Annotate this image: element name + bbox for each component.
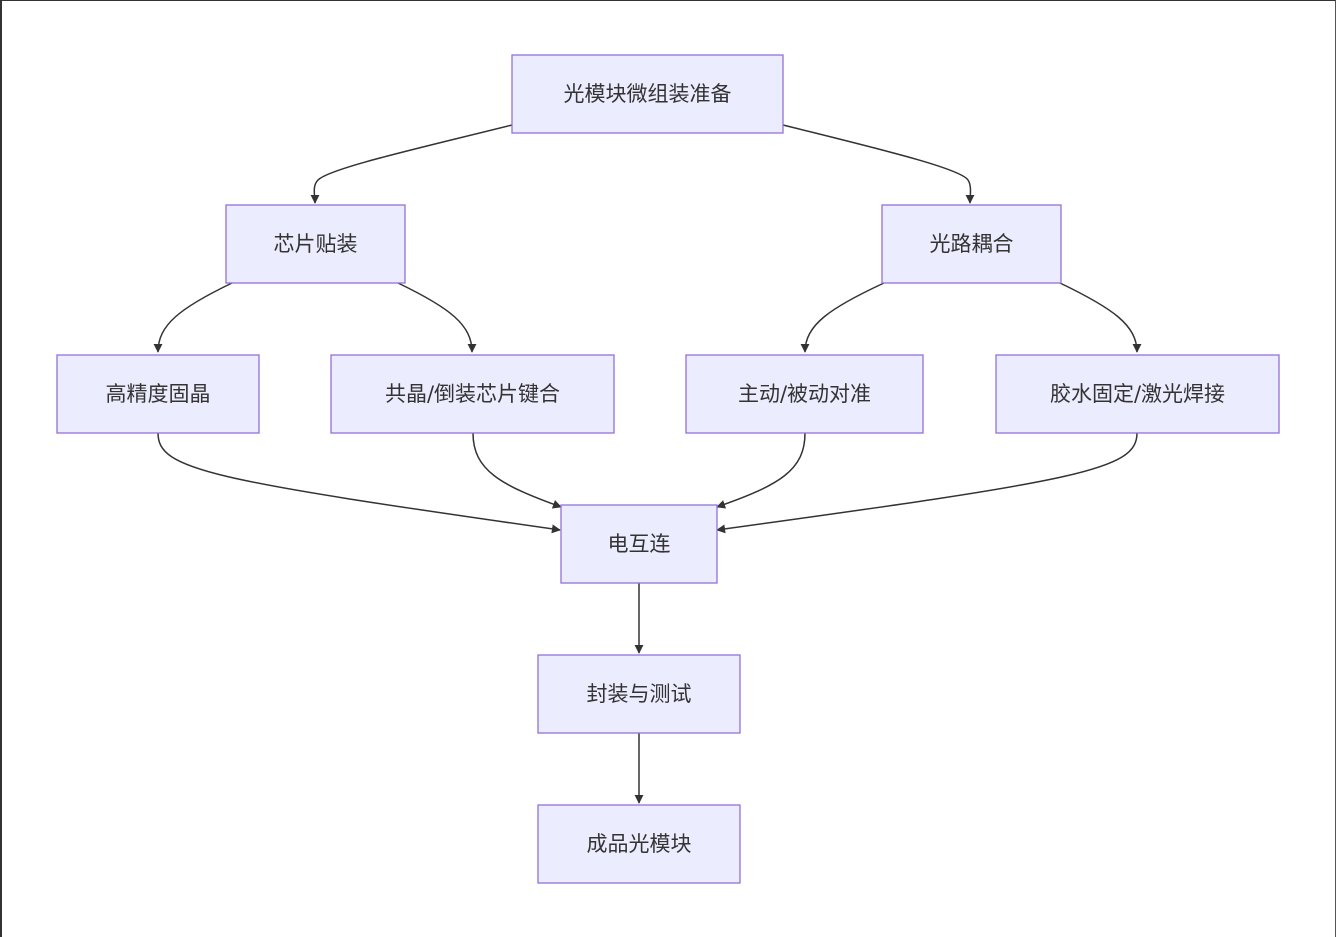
node-interconnect-label: 电互连 [608, 532, 671, 556]
edge-fixing-to-interconnect [716, 432, 1138, 534]
node-alignment: 主动/被动对准 [685, 354, 924, 434]
node-chip-mount: 芯片贴装 [225, 204, 406, 284]
edges [153, 124, 1142, 804]
node-eutectic-label: 共晶/倒装芯片键合 [385, 382, 560, 406]
node-fixing: 胶水固定/激光焊接 [995, 354, 1280, 434]
node-eutectic: 共晶/倒装芯片键合 [330, 354, 615, 434]
node-packaging: 封装与测试 [537, 654, 741, 734]
node-fixing-label: 胶水固定/激光焊接 [1050, 382, 1225, 406]
edge-optical-coupling-to-fixing [1059, 282, 1142, 353]
edge-die-bond-to-interconnect [157, 432, 561, 534]
node-optical-coupling: 光路耦合 [881, 204, 1062, 284]
edge-alignment-to-interconnect [716, 432, 806, 509]
node-finished: 成品光模块 [537, 804, 741, 884]
node-chip-mount-label: 芯片贴装 [274, 232, 358, 256]
node-alignment-label: 主动/被动对准 [738, 382, 871, 406]
edge-chip-mount-to-eutectic [397, 282, 477, 353]
edge-prep-to-optical-coupling [782, 124, 975, 204]
edge-eutectic-to-interconnect [472, 432, 562, 509]
edge-chip-mount-to-die-bond [153, 282, 233, 353]
node-optical-coupling-label: 光路耦合 [930, 232, 1014, 256]
node-die-bond-label: 高精度固晶 [106, 382, 211, 406]
node-die-bond: 高精度固晶 [56, 354, 260, 434]
node-packaging-label: 封装与测试 [587, 682, 692, 706]
edge-prep-to-chip-mount [310, 124, 513, 204]
edge-optical-coupling-to-alignment [800, 282, 885, 353]
node-prep-label: 光模块微组装准备 [564, 82, 732, 106]
node-finished-label: 成品光模块 [587, 832, 692, 856]
node-prep: 光模块微组装准备 [511, 54, 784, 134]
node-interconnect: 电互连 [560, 504, 718, 584]
